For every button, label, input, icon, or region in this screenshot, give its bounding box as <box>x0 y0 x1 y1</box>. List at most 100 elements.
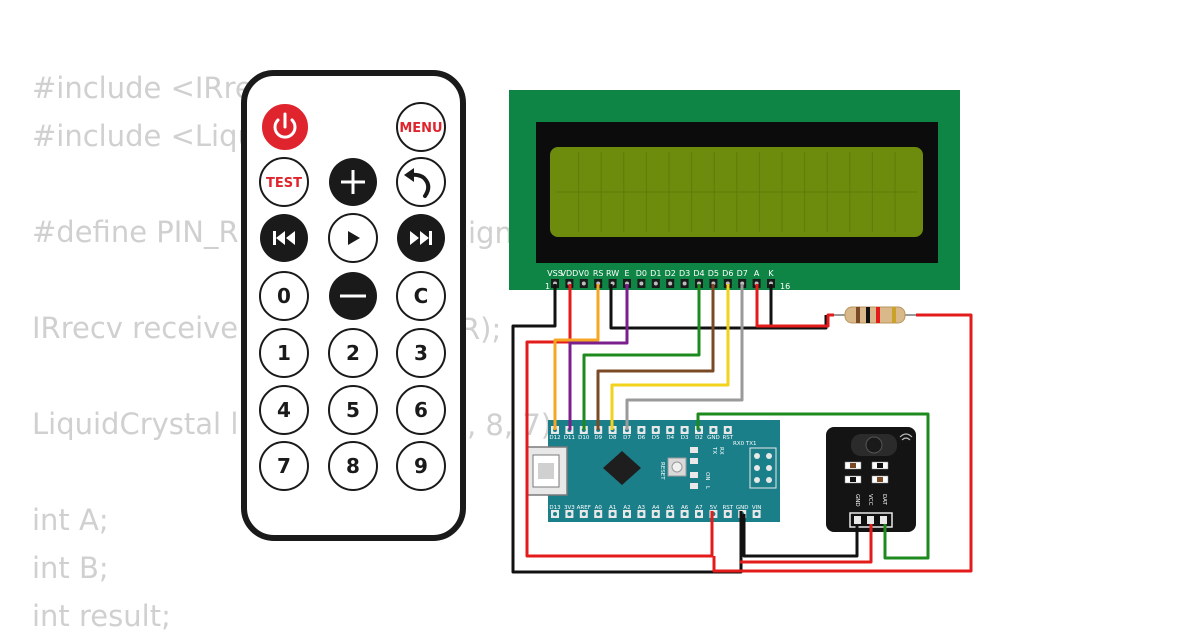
digit-8-label: 8 <box>346 454 360 478</box>
arduino-pin-hole <box>639 512 644 516</box>
arduino-pin-label: RST <box>722 435 733 441</box>
clear-label: C <box>414 284 429 308</box>
digit-4-label: 4 <box>277 398 291 422</box>
digit-3-button[interactable]: 3 <box>396 328 446 378</box>
lcd-pin-first: 1 <box>545 282 550 291</box>
wire-d5-d9 <box>596 284 715 430</box>
arduino-pin-label: VIN <box>752 505 762 511</box>
minus-button[interactable] <box>329 272 377 320</box>
clear-button[interactable]: C <box>396 271 446 321</box>
lcd-character-grid <box>556 152 917 232</box>
code-fragment: , 8, 7) <box>467 408 552 442</box>
digit-3-label: 3 <box>414 341 428 365</box>
power-icon <box>273 112 297 139</box>
arduino-pin-label: A4 <box>652 505 660 511</box>
menu-label: MENU <box>399 121 442 136</box>
lcd-pin-hole <box>581 281 586 286</box>
plus-icon <box>341 170 365 194</box>
lcd-pin-label: VSS <box>547 269 563 278</box>
arduino-pin-label: D4 <box>666 435 674 441</box>
arduino-pin-label: A7 <box>695 505 703 511</box>
arduino-pin-label: D9 <box>594 435 602 441</box>
digit-9-button[interactable]: 9 <box>396 441 446 491</box>
digit-8-button[interactable]: 8 <box>328 441 378 491</box>
arduino-pin-label: A6 <box>681 505 689 511</box>
arduino-pin-hole <box>581 512 586 516</box>
digit-1-button[interactable]: 1 <box>259 328 309 378</box>
lcd-pin-label: D6 <box>722 269 733 278</box>
digit-2-label: 2 <box>346 341 360 365</box>
digit-2-button[interactable]: 2 <box>328 328 378 378</box>
back-button[interactable] <box>396 157 446 207</box>
lcd-pin-hole <box>682 281 687 286</box>
digit-5-label: 5 <box>346 398 360 422</box>
wire-ir-dat-d2 <box>696 412 930 560</box>
play-icon <box>348 231 360 245</box>
code-line: int A; <box>32 503 109 537</box>
ir-pin-dat: DAT <box>881 494 887 505</box>
wire-ir-gnd <box>742 514 859 558</box>
test-label: TEST <box>266 176 302 191</box>
code-line: LiquidCrystal l <box>32 407 239 441</box>
digit-0-button[interactable]: 0 <box>259 271 309 321</box>
digit-9-label: 9 <box>414 454 428 478</box>
digit-7-label: 7 <box>277 454 291 478</box>
arduino-pin-hole <box>725 512 730 516</box>
wire-ir-vcc <box>740 524 873 564</box>
arduino-pin-label: D3 <box>681 435 689 441</box>
back-icon <box>404 168 431 198</box>
reset-button[interactable] <box>667 457 687 477</box>
power-button[interactable] <box>260 102 310 152</box>
prev-button[interactable] <box>260 214 308 262</box>
wires <box>511 284 973 574</box>
lcd-pin-label: E <box>624 269 629 278</box>
lcd-pin-label: D2 <box>665 269 676 278</box>
wire-rs-d12 <box>553 284 600 430</box>
on-label: ON <box>704 472 710 480</box>
code-line: #include <IRre <box>32 71 253 105</box>
arduino-pin-label: A2 <box>623 505 630 511</box>
arduino-pin-hole <box>682 428 687 432</box>
arduino-pin-hole <box>596 512 601 516</box>
digit-6-label: 6 <box>414 398 428 422</box>
test-button[interactable]: TEST <box>259 157 309 207</box>
lcd-pin-label: RS <box>593 269 604 278</box>
lcd-pin-label: D5 <box>708 269 719 278</box>
code-line: int B; <box>32 551 109 585</box>
arduino-pin-hole <box>653 428 658 432</box>
lcd-pin-label: V0 <box>579 269 590 278</box>
wire-resistor-vcc <box>712 313 973 573</box>
wire-d4-d10 <box>582 284 701 430</box>
code-line: int result; <box>32 599 171 633</box>
lcd-pin-label: D3 <box>679 269 690 278</box>
digit-4-button[interactable]: 4 <box>259 385 309 435</box>
arduino-pin-label: D13 <box>549 505 561 511</box>
wire-d6-d8 <box>610 284 730 430</box>
rx-label: RX <box>718 447 724 455</box>
wire-a-resistor <box>755 284 834 328</box>
menu-button[interactable]: MENU <box>396 102 446 152</box>
arduino-pin-hole <box>668 512 673 516</box>
arduino-pin-hole <box>668 428 673 432</box>
microcontroller-chip <box>603 451 641 485</box>
wire-vdd-5v <box>525 284 714 558</box>
lcd-pin-label: D0 <box>636 269 647 278</box>
arduino-pin-label: D10 <box>578 435 590 441</box>
reset-label: RESET <box>659 462 665 480</box>
ir-remote: MENU TEST <box>241 70 466 541</box>
next-button[interactable] <box>397 214 445 262</box>
arduino-pin-hole <box>567 512 572 516</box>
arduino-pin-label: RST <box>722 505 733 511</box>
play-button[interactable] <box>328 213 378 263</box>
arduino-pin-label: D11 <box>564 435 575 441</box>
arduino-pin-label: A5 <box>667 505 675 511</box>
plus-button[interactable] <box>329 158 377 206</box>
digit-5-button[interactable]: 5 <box>328 385 378 435</box>
digit-1-label: 1 <box>277 341 291 365</box>
arduino-pin-hole <box>697 512 701 516</box>
lcd-pin-label: A <box>754 269 760 278</box>
digit-6-button[interactable]: 6 <box>396 385 446 435</box>
digit-7-button[interactable]: 7 <box>259 441 309 491</box>
